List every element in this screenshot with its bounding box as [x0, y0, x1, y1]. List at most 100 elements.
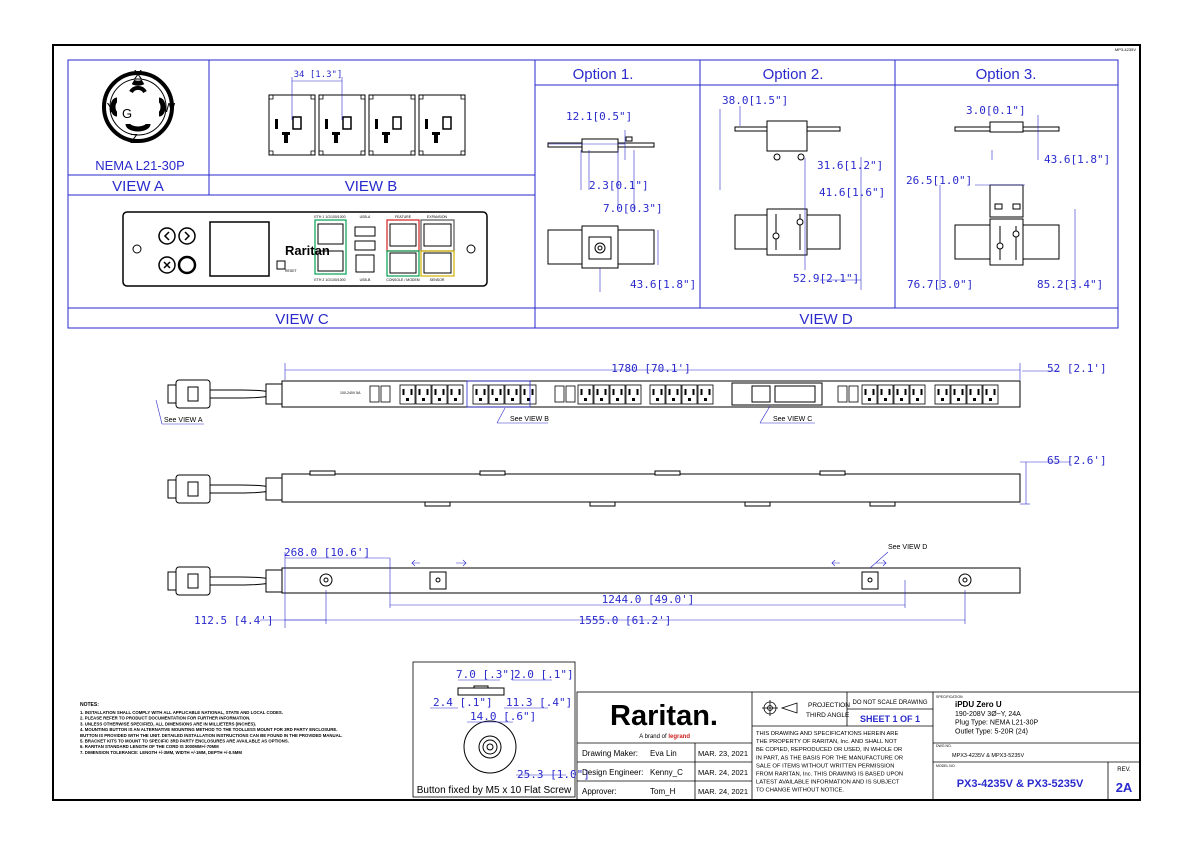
elevation-outlet: [950, 384, 967, 405]
notes-block: NOTES: 1. INSTALLATION SHALL COMPLY WITH…: [80, 702, 343, 755]
opt2-dim-3: 41.6[1.6"]: [819, 186, 885, 199]
legrand-brand: legrand: [668, 734, 690, 740]
notes-line: 1. INSTALLATION SHALL COMPLY WITH ALL AP…: [80, 710, 283, 715]
legal-line: BE COPIED, REPRODUCED OR USED, IN WHOLE …: [756, 747, 902, 753]
button-dim-6: 25.3 [1.0"]: [517, 768, 590, 781]
projection-symbol: [762, 700, 798, 716]
corner-code: MP3-4235V: [1115, 47, 1136, 52]
plug-pin-w: W: [163, 100, 176, 115]
model-label: MODEL NO.: [936, 764, 956, 768]
opt3-dim-1: 3.0[0.1"]: [966, 104, 1026, 117]
legal-notice: THIS DRAWING AND SPECIFICATIONS HEREIN A…: [756, 731, 903, 794]
elevation-outlet: [488, 384, 505, 405]
view-b-dim: 34 [1.3"]: [294, 70, 343, 80]
button-dim-4: 11.3 [.4"]: [506, 696, 572, 709]
model-number: PX3-4235V & PX3-5235V: [957, 778, 1084, 790]
approval-date: MAR. 24, 2021: [698, 787, 748, 796]
approval-role: Approver:: [582, 787, 617, 796]
panel-brand: Raritan: [285, 243, 330, 258]
elevation-outlet: [399, 384, 416, 405]
approval-name: Kenny_C: [650, 768, 683, 777]
elevation-outlet: [415, 384, 432, 405]
notes-line: BUTTON IS PROVIDED WITH THE UNIT. DETAIL…: [80, 733, 343, 738]
elev-depth-dim: 65 [2.6']: [1047, 454, 1107, 467]
approval-name: Eva Lin: [650, 749, 677, 758]
approval-role: Drawing Maker:: [582, 749, 638, 758]
breaker: [369, 385, 380, 403]
elevation-outlet: [893, 384, 910, 405]
elevation-outlet: [625, 384, 642, 405]
option-1-drawing: [547, 130, 659, 292]
side-elevation: [167, 461, 1070, 507]
rear-dim-1244: 1244.0 [49.0']: [602, 593, 695, 606]
spec-line: iPDU Zero U: [955, 700, 1002, 709]
dwg-number: MPX3-4235V & MPX3-5235V: [952, 753, 1024, 759]
notes-title: NOTES:: [80, 702, 99, 708]
legal-line: TO CHANGE WITHOUT NOTICE.: [756, 788, 844, 794]
elevation-outlet: [665, 384, 682, 405]
notes-line: 2. PLEASE REFER TO PRODUCT DOCUMENTATION…: [80, 716, 250, 721]
rev-value: 2A: [1116, 780, 1133, 795]
elevation-outlet: [877, 384, 894, 405]
see-view-c: See VIEW C: [773, 416, 812, 423]
view-b-outlets: [268, 77, 466, 156]
button-caption: Button fixed by M5 x 10 Flat Screw: [417, 785, 572, 796]
panel-label-usba: USB-A: [360, 215, 371, 219]
sheet-count: SHEET 1 OF 1: [860, 714, 920, 724]
panel-label-expansion: EXPANSION: [427, 215, 448, 219]
option-3-title: Option 3.: [976, 66, 1037, 83]
rev-label: REV.: [1117, 767, 1131, 773]
elevation-outlet: [909, 384, 926, 405]
notes-line: 7. DIMENSION TOLERANCE: LENGTH +/-3MM, W…: [80, 750, 242, 755]
front-elevation: 100-240V 5A: [155, 363, 1060, 425]
elevation-outlet: [447, 384, 464, 405]
legal-line: SALE OF ITEMS WITHOUT WRITTEN PERMISSION: [756, 763, 894, 769]
elevation-outlet: [861, 384, 878, 405]
see-view-a: See VIEW A: [164, 417, 203, 424]
approval-role: Design Engineer:: [582, 768, 643, 777]
elevation-outlet: [697, 384, 714, 405]
no-scale-note: DO NOT SCALE DRAWING: [852, 700, 927, 706]
projection-line1: PROJECTION: [808, 702, 850, 709]
view-b-label: VIEW B: [345, 178, 398, 195]
view-d-label: VIEW D: [799, 311, 853, 328]
top-table: [67, 59, 1119, 329]
opt3-dim-4: 76.7[3.0"]: [907, 278, 973, 291]
nema-label: NEMA L21-30P: [95, 158, 185, 173]
spec-line: 190-208V 3Ø~Y, 24A: [955, 711, 1021, 718]
opt1-dim-3: 7.0[0.3"]: [603, 202, 663, 215]
panel-label-eth1: ETH 1 1G/100/1000: [314, 215, 345, 219]
elev-width-dim: 52 [2.1']: [1047, 362, 1107, 375]
elev-len-dim: 1780 [70.1']: [611, 362, 690, 375]
panel-label-reset: RESET: [285, 269, 298, 273]
rear-elevation: [167, 551, 1021, 628]
breaker: [848, 385, 859, 403]
raritan-logo: Raritan.: [610, 700, 718, 732]
elevation-outlet: [593, 384, 610, 405]
notes-line: 5. BRACKET KITS TO MOUNT TO SPECIFIC 3RD…: [80, 739, 289, 744]
elevation-outlet: [649, 384, 666, 405]
see-view-d: See VIEW D: [888, 544, 927, 551]
sheet-border: [52, 44, 1141, 801]
elevation-outlet: [472, 384, 489, 405]
elevation-outlet: [520, 384, 537, 405]
legal-line: THE PROPERTY OF RARITAN, Inc. AND SHALL …: [756, 739, 897, 745]
option-3-drawing: [939, 115, 1076, 290]
breaker: [554, 385, 565, 403]
elevation-outlet: [609, 384, 626, 405]
opt2-dim-2: 31.6[1.2"]: [817, 159, 883, 172]
legal-line: FROM RARITAN, Inc. THIS DRAWING IS BASED…: [756, 772, 903, 778]
panel-label-usbb: USB-B: [360, 278, 371, 282]
breaker: [380, 385, 391, 403]
approval-name: Tom_H: [650, 787, 676, 796]
elevation-outlet: [966, 384, 983, 405]
inlet-text: 100-240V 5A: [340, 391, 361, 395]
notes-line: 4. MOUNTING BUTTON IS AN ALTERNATIVE MOU…: [80, 727, 337, 732]
control-panel: [122, 211, 488, 287]
rear-dim-268: 268.0 [10.6']: [284, 546, 370, 559]
elevation-outlet: [577, 384, 594, 405]
elevation-outlet: [504, 384, 521, 405]
option-2-drawing: [719, 106, 862, 290]
opt1-dim-4: 43.6[1.8"]: [630, 278, 696, 291]
